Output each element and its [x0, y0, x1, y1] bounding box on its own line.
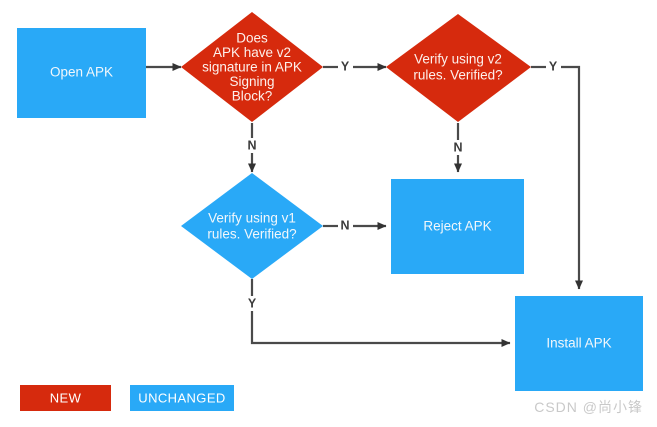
node-verify-v1-rules-label-line1: Verify using v1 — [208, 211, 296, 226]
node-has-v2-signature[interactable]: Does APK have v2 signature in APK Signin… — [181, 12, 323, 122]
node-verify-v1-rules[interactable]: Verify using v1 rules. Verified? — [181, 173, 323, 279]
node-verify-v1-rules-label-line2: rules. Verified? — [207, 227, 296, 242]
legend-swatch-new — [20, 385, 111, 411]
edge-verifyv2-yes-b — [561, 65, 583, 290]
edge-label-verifyv2-no: N — [453, 140, 462, 154]
edge-label-verifyv1-yes: Y — [248, 296, 257, 310]
edge-labels: Y N Y N N Y — [247, 59, 557, 310]
node-has-v2-signature-label-line2: APK have v2 — [213, 45, 291, 60]
edge-label-hasv2-no: N — [247, 138, 256, 152]
edge-label-verifyv2-yes: Y — [549, 59, 558, 73]
node-reject-apk[interactable]: Reject APK — [391, 179, 524, 274]
node-verify-v1-rules-shape — [181, 173, 323, 279]
node-verify-v2-rules[interactable]: Verify using v2 rules. Verified? — [386, 14, 531, 122]
connectors — [146, 63, 583, 347]
node-reject-apk-shape — [391, 179, 524, 274]
node-open-apk[interactable]: Open APK — [17, 28, 146, 118]
node-has-v2-signature-label-line4: Signing — [229, 74, 274, 89]
node-has-v2-signature-label-line5: Block? — [232, 89, 273, 104]
csdn-watermark: CSDN @尚小锋 — [534, 399, 643, 415]
node-open-apk-shape — [17, 28, 146, 118]
legend: NEW UNCHANGED — [20, 385, 234, 411]
legend-item-unchanged[interactable]: UNCHANGED — [130, 385, 234, 411]
edge-label-verifyv1-no: N — [340, 218, 349, 232]
edge-verifyv1-yes-b — [250, 311, 511, 347]
node-has-v2-signature-label-line3: signature in APK — [202, 60, 302, 75]
node-verify-v2-rules-label-line1: Verify using v2 — [414, 52, 502, 67]
node-has-v2-signature-label-line1: Does — [236, 31, 268, 46]
edge-label-hasv2-yes: Y — [341, 59, 350, 73]
node-has-v2-signature-shape — [181, 12, 323, 122]
node-verify-v2-rules-shape — [386, 14, 531, 122]
legend-item-new[interactable]: NEW — [20, 385, 111, 411]
node-install-apk[interactable]: Install APK — [515, 296, 643, 391]
node-reject-apk-label: Reject APK — [423, 219, 491, 234]
node-open-apk-label: Open APK — [50, 65, 113, 80]
legend-label-new: NEW — [50, 390, 82, 405]
legend-swatch-unchanged — [130, 385, 234, 411]
node-install-apk-shape — [515, 296, 643, 391]
node-install-apk-label: Install APK — [546, 336, 611, 351]
legend-label-unchanged: UNCHANGED — [138, 390, 225, 405]
node-verify-v2-rules-label-line2: rules. Verified? — [413, 68, 502, 83]
